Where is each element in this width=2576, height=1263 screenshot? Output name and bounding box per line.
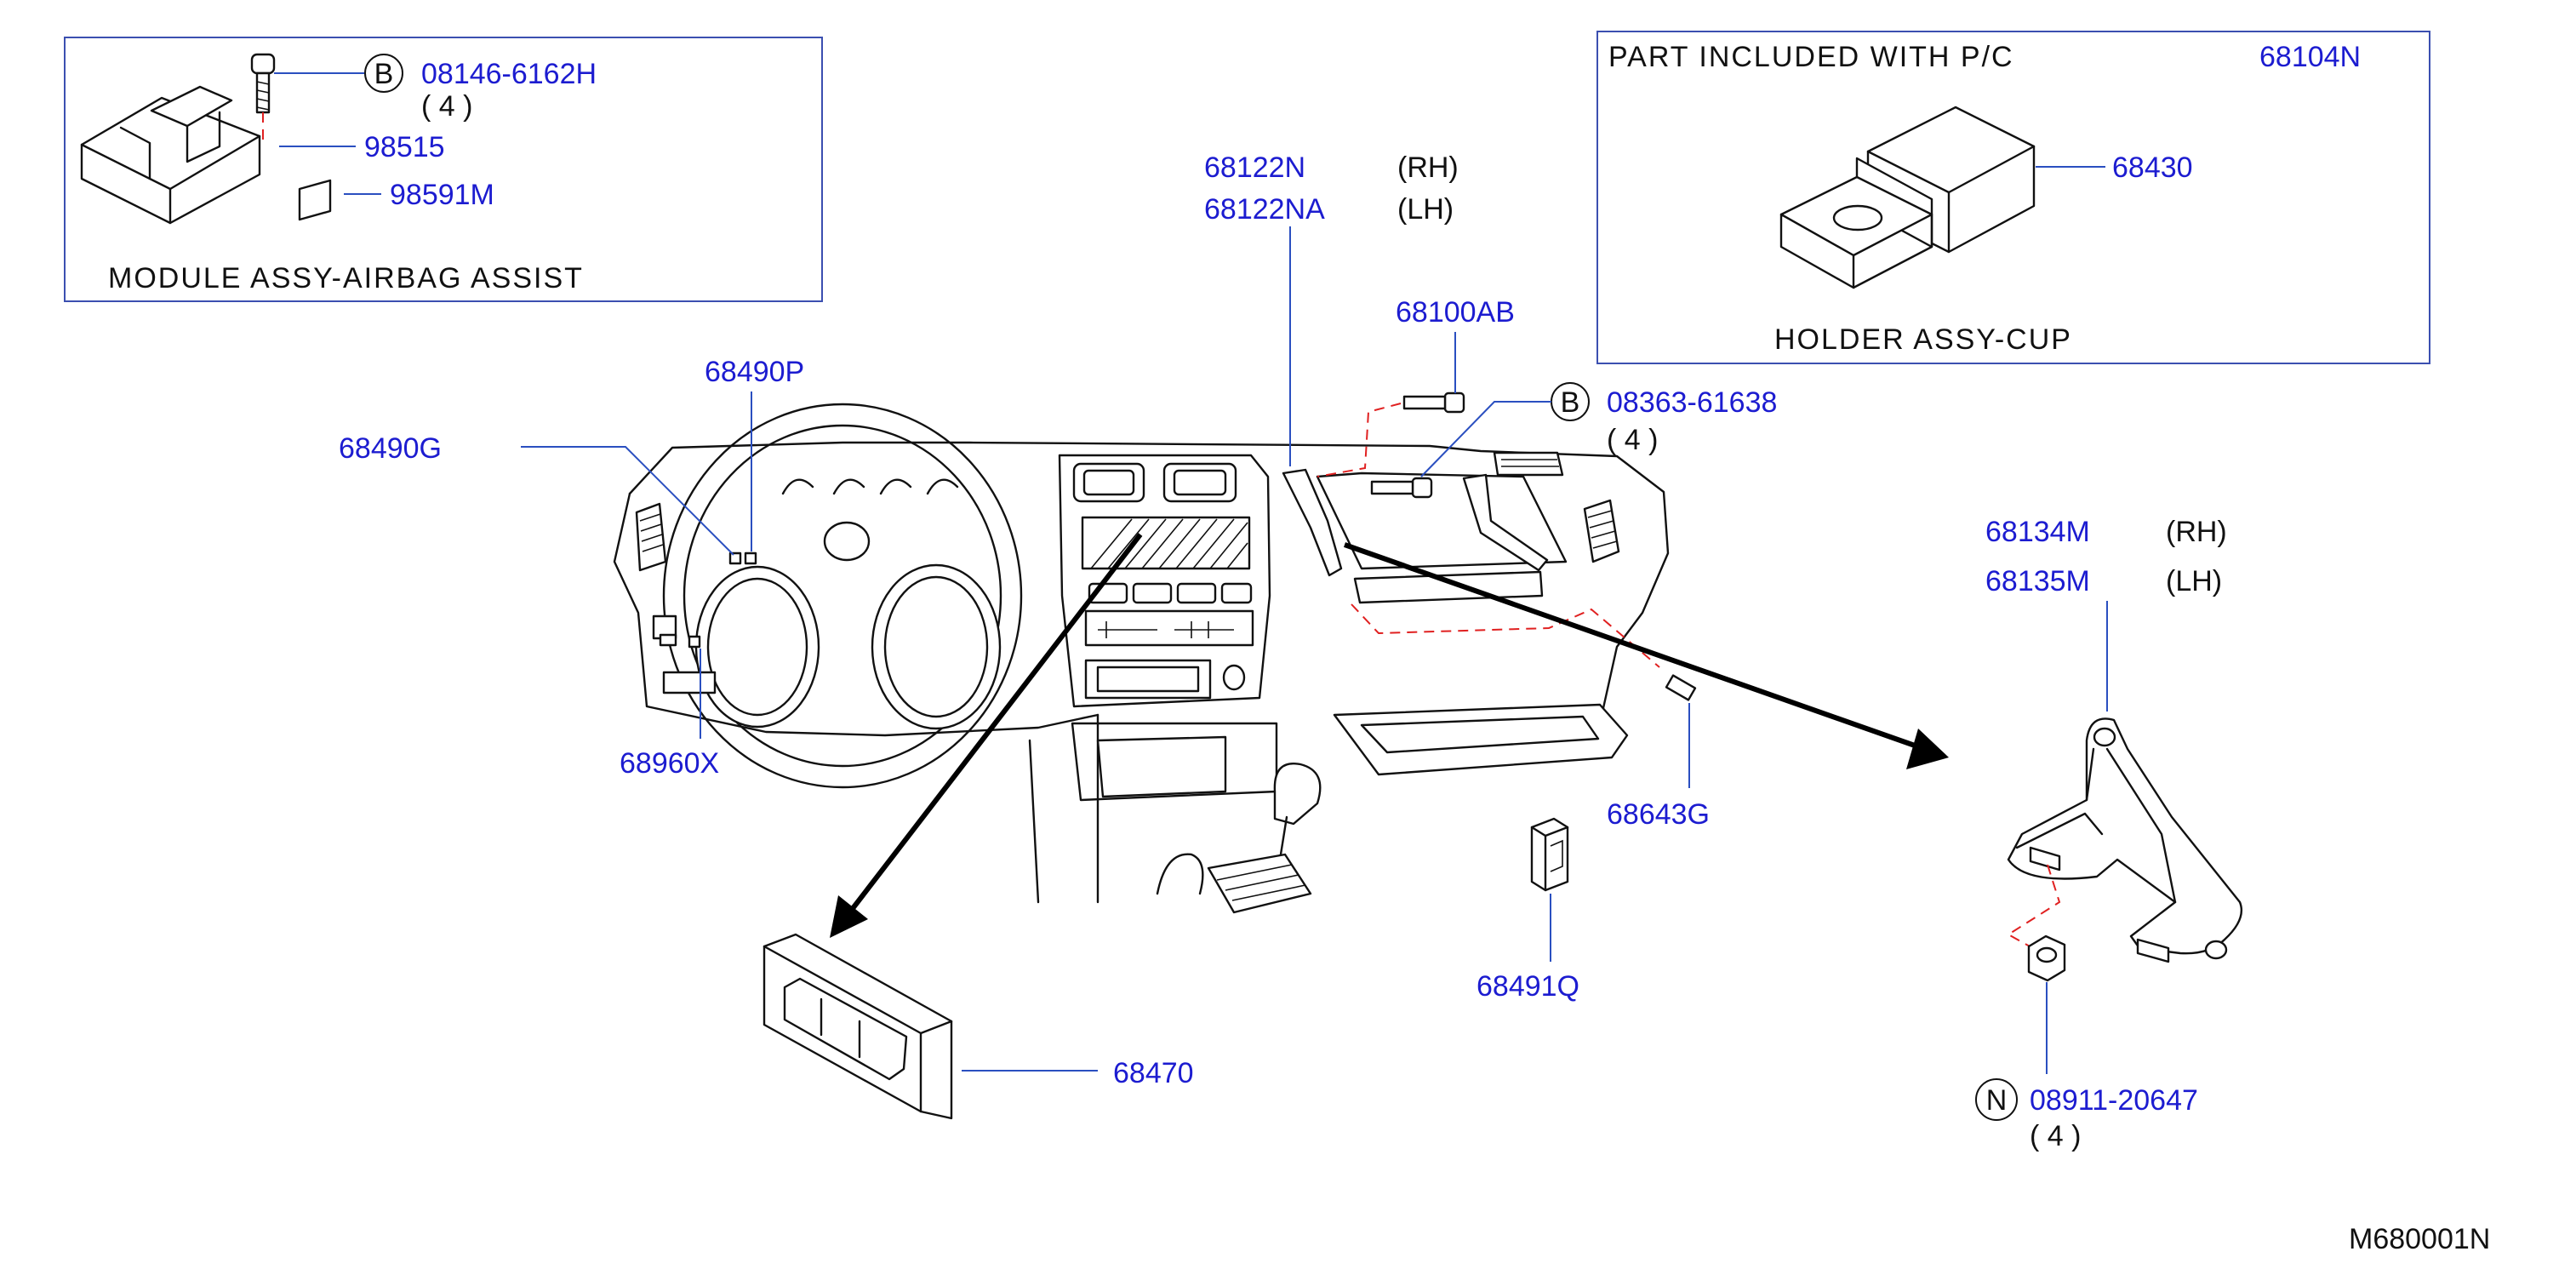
part-68430[interactable]: 68430 xyxy=(2112,151,2193,184)
airbag-module-box: B 08146-6162H ( 4 ) 98515 98591M MODULE … xyxy=(64,37,823,302)
cup-box-header: PART INCLUDED WITH P/C xyxy=(1608,41,2014,73)
bracket-illustration xyxy=(2007,717,2243,963)
part-68491Q[interactable]: 68491Q xyxy=(1476,970,1579,1003)
part-68135M[interactable]: 68135M xyxy=(1985,565,2090,597)
rh-label-1: (RH) xyxy=(1397,151,1459,184)
instrument-panel-illustration xyxy=(613,391,1697,914)
part-68470[interactable]: 68470 xyxy=(1113,1057,1194,1089)
lh-label-2: (LH) xyxy=(2166,565,2222,597)
bolt-b-letter-2: B xyxy=(1561,386,1580,419)
drawing-id: M680001N xyxy=(2349,1223,2490,1255)
arrow-to-bracket xyxy=(1344,542,1949,769)
part-68490G[interactable]: 68490G xyxy=(339,432,442,465)
part-08363-61638[interactable]: 08363-61638 xyxy=(1607,386,1777,419)
part-68122N[interactable]: 68122N xyxy=(1204,151,1305,184)
cup-box-caption: HOLDER ASSY-CUP xyxy=(1774,323,2072,356)
nut-icon xyxy=(2027,934,2066,982)
bolt-qty: ( 4 ) xyxy=(421,90,472,123)
arrow-to-panel xyxy=(830,533,1143,938)
cup-holder-illustration xyxy=(1779,106,2036,289)
nut-qty: ( 4 ) xyxy=(2030,1120,2081,1152)
bolt-b-letter: B xyxy=(374,58,394,90)
clip-68491Q-illustration xyxy=(1530,817,1569,892)
cup-holder-box: PART INCLUDED WITH P/C 68104N 68430 HOLD… xyxy=(1596,31,2430,364)
bolt-icon xyxy=(250,53,276,114)
part-08146-6162H[interactable]: 08146-6162H xyxy=(421,58,597,90)
part-68104N[interactable]: 68104N xyxy=(2259,41,2361,73)
part-68960X[interactable]: 68960X xyxy=(620,747,719,780)
pad-icon xyxy=(298,179,332,221)
rh-label-2: (RH) xyxy=(2166,516,2227,548)
part-98591M[interactable]: 98591M xyxy=(390,179,494,211)
part-68100AB[interactable]: 68100AB xyxy=(1396,296,1515,329)
panel-68470-illustration xyxy=(763,933,953,1120)
part-68122NA[interactable]: 68122NA xyxy=(1204,193,1325,226)
part-08911-20647[interactable]: 08911-20647 xyxy=(2030,1084,2198,1117)
nut-n-letter: N xyxy=(1986,1084,2008,1117)
nut-n-marker xyxy=(1975,1078,2018,1121)
cup-box-frame xyxy=(1596,31,2430,364)
part-68134M[interactable]: 68134M xyxy=(1985,516,2090,548)
airbag-module-illustration xyxy=(80,85,261,225)
airbag-box-caption: MODULE ASSY-AIRBAG ASSIST xyxy=(108,262,584,294)
bolt-b-marker xyxy=(364,54,403,93)
part-68643G[interactable]: 68643G xyxy=(1607,798,1710,831)
part-68490P[interactable]: 68490P xyxy=(705,356,804,388)
bolt-b2-qty: ( 4 ) xyxy=(1607,424,1658,456)
lh-label-1: (LH) xyxy=(1397,193,1454,226)
airbag-box-frame xyxy=(64,37,823,302)
part-98515[interactable]: 98515 xyxy=(364,131,445,163)
